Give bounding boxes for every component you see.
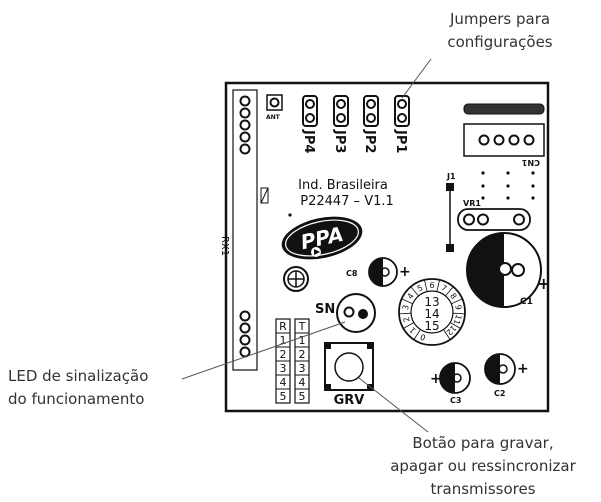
button-callout-line-2: apagar ou ressincronizar [390, 457, 576, 475]
cn1-latch [463, 103, 545, 115]
rx1-label: RX1 [219, 236, 230, 256]
dial-inner-14: 14 [424, 307, 439, 321]
c8-plus: + [399, 264, 411, 280]
ant-label: ANT [266, 114, 281, 121]
r-num-1: 1 [280, 334, 287, 347]
rx1-pins-top [239, 95, 251, 155]
c8-label: C8 [346, 269, 358, 278]
dial-outer-number: 6 [429, 281, 434, 290]
manufacturer-text: Ind. Brasileira [298, 178, 388, 193]
jp1-label: JP1 [393, 129, 408, 153]
r-num-2: 2 [280, 348, 287, 361]
dial-tick [399, 312, 412, 315]
via-dots [288, 171, 535, 217]
j1-pad-top [446, 183, 454, 191]
t-num-3: 3 [299, 362, 306, 375]
cn1-label: CN1 [521, 158, 540, 167]
grv-label: GRV [334, 393, 365, 408]
t-num-1: 1 [299, 334, 306, 347]
rx1-module [232, 89, 258, 371]
t-num-2: 2 [299, 348, 306, 361]
dial-tick [443, 329, 451, 340]
buzzer [283, 266, 309, 292]
c2-plus: + [517, 361, 529, 377]
dial-tick [413, 329, 421, 340]
led-sn [336, 293, 376, 333]
button-leader-line [358, 377, 429, 433]
dial-tick [445, 286, 454, 297]
dial-outer-number: 0 [419, 332, 427, 342]
t-header: T [298, 320, 306, 333]
dial-tick [451, 298, 463, 305]
dial-outer-number: 1 [408, 325, 418, 335]
dial-inner-15: 15 [424, 319, 439, 333]
led-callout: LED de sinalização do funcionamento [8, 365, 188, 411]
sn-label: SN [315, 302, 335, 317]
resistor-mark [260, 187, 269, 204]
dial-tick [452, 312, 465, 315]
jumpers-callout: Jumpers para configurações [420, 8, 580, 54]
dial-tick [450, 322, 461, 329]
t-num-4: 4 [299, 376, 306, 389]
t-num-5: 5 [299, 390, 306, 403]
dial-outer-number: 9 [453, 304, 463, 311]
dial-outer-number: 4 [406, 291, 416, 300]
c3-label: C3 [450, 396, 461, 405]
r-column: R 1 2 3 4 5 [275, 318, 291, 404]
jumpers-callout-line-1: Jumpers para [449, 10, 551, 28]
capacitor-c1 [466, 232, 542, 308]
led-callout-line-1: LED de sinalização [8, 367, 149, 385]
capacitor-c3 [439, 362, 471, 394]
jumper-jp1 [394, 95, 410, 127]
led-callout-line-2: do funcionamento [8, 390, 145, 408]
model-text: P22447 – V1.1 [300, 194, 394, 209]
dial-inner-13: 13 [424, 295, 439, 309]
dial-outer-number: 11 [452, 313, 464, 325]
dial-outer-number: 7 [440, 283, 449, 293]
j1-pad-bottom [446, 244, 454, 252]
dial-tick [403, 322, 414, 329]
jp4-label: JP4 [301, 129, 316, 153]
button-callout-line-1: Botão para gravar, [412, 434, 554, 452]
dial-tick [424, 279, 428, 292]
r-num-3: 3 [280, 362, 287, 375]
dial-tick [401, 298, 413, 305]
button-callout: Botão para gravar, apagar ou ressincroni… [372, 432, 594, 501]
dial-outer-number: 8 [448, 291, 458, 300]
ant-pad [266, 94, 283, 111]
r-num-4: 4 [280, 376, 287, 389]
vr1-label: VR1 [463, 199, 481, 208]
jumper-jp4 [302, 95, 318, 127]
capacitor-c2 [484, 353, 516, 385]
button-callout-line-3: transmissores [430, 480, 536, 498]
dial-tick [410, 286, 419, 297]
jumper-jp2 [363, 95, 379, 127]
c2-label: C2 [494, 389, 505, 398]
r-num-5: 5 [280, 390, 287, 403]
cn1-connector [463, 123, 545, 157]
vr1-trimmer [457, 208, 531, 231]
capacitor-c8 [368, 257, 398, 287]
dial-outer-number: 5 [416, 283, 425, 293]
t-column: T 1 2 3 4 5 [294, 318, 310, 404]
jumpers-callout-line-2: configurações [447, 33, 553, 51]
c3-plus: + [430, 371, 442, 387]
jp2-label: JP2 [362, 129, 377, 153]
c1-label: C1 [520, 297, 533, 307]
j1-label: J1 [446, 172, 456, 181]
dial-outer-number: 3 [401, 304, 411, 311]
jumpers-leader-line [401, 58, 432, 99]
r-header: R [279, 320, 287, 333]
ppa-logo: PPA [281, 216, 363, 260]
jumper-jp3 [333, 95, 349, 127]
c1-plus: + [537, 274, 550, 293]
dial-outer-number: 2 [402, 316, 412, 323]
dial-tick [436, 279, 440, 292]
jp3-label: JP3 [332, 129, 347, 153]
led-leader-line [181, 321, 346, 380]
